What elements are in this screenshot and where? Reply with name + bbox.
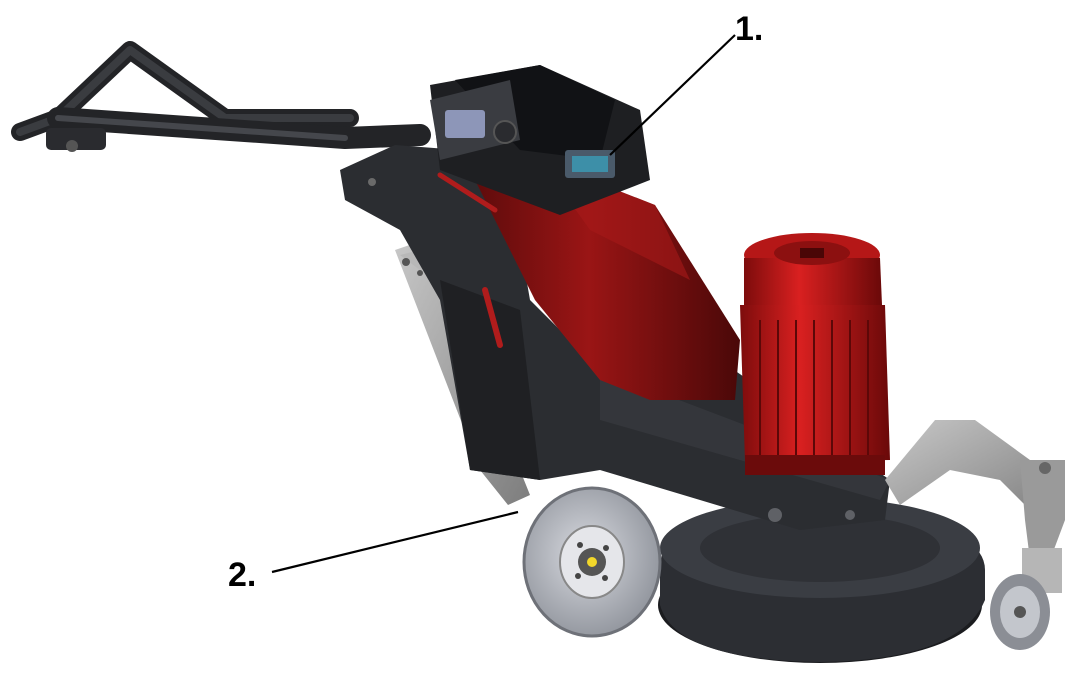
callout-label-1: 1. (735, 10, 764, 48)
rear-wheel (522, 486, 662, 638)
leader-line-2 (271, 510, 519, 574)
electric-motor (740, 233, 890, 475)
grinding-head (658, 498, 985, 663)
control-box (430, 65, 650, 215)
handle-bar (11, 41, 431, 152)
callout-label-2: 2. (228, 556, 257, 594)
steel-front-arm (885, 420, 1065, 650)
leader-line-1 (609, 34, 736, 156)
